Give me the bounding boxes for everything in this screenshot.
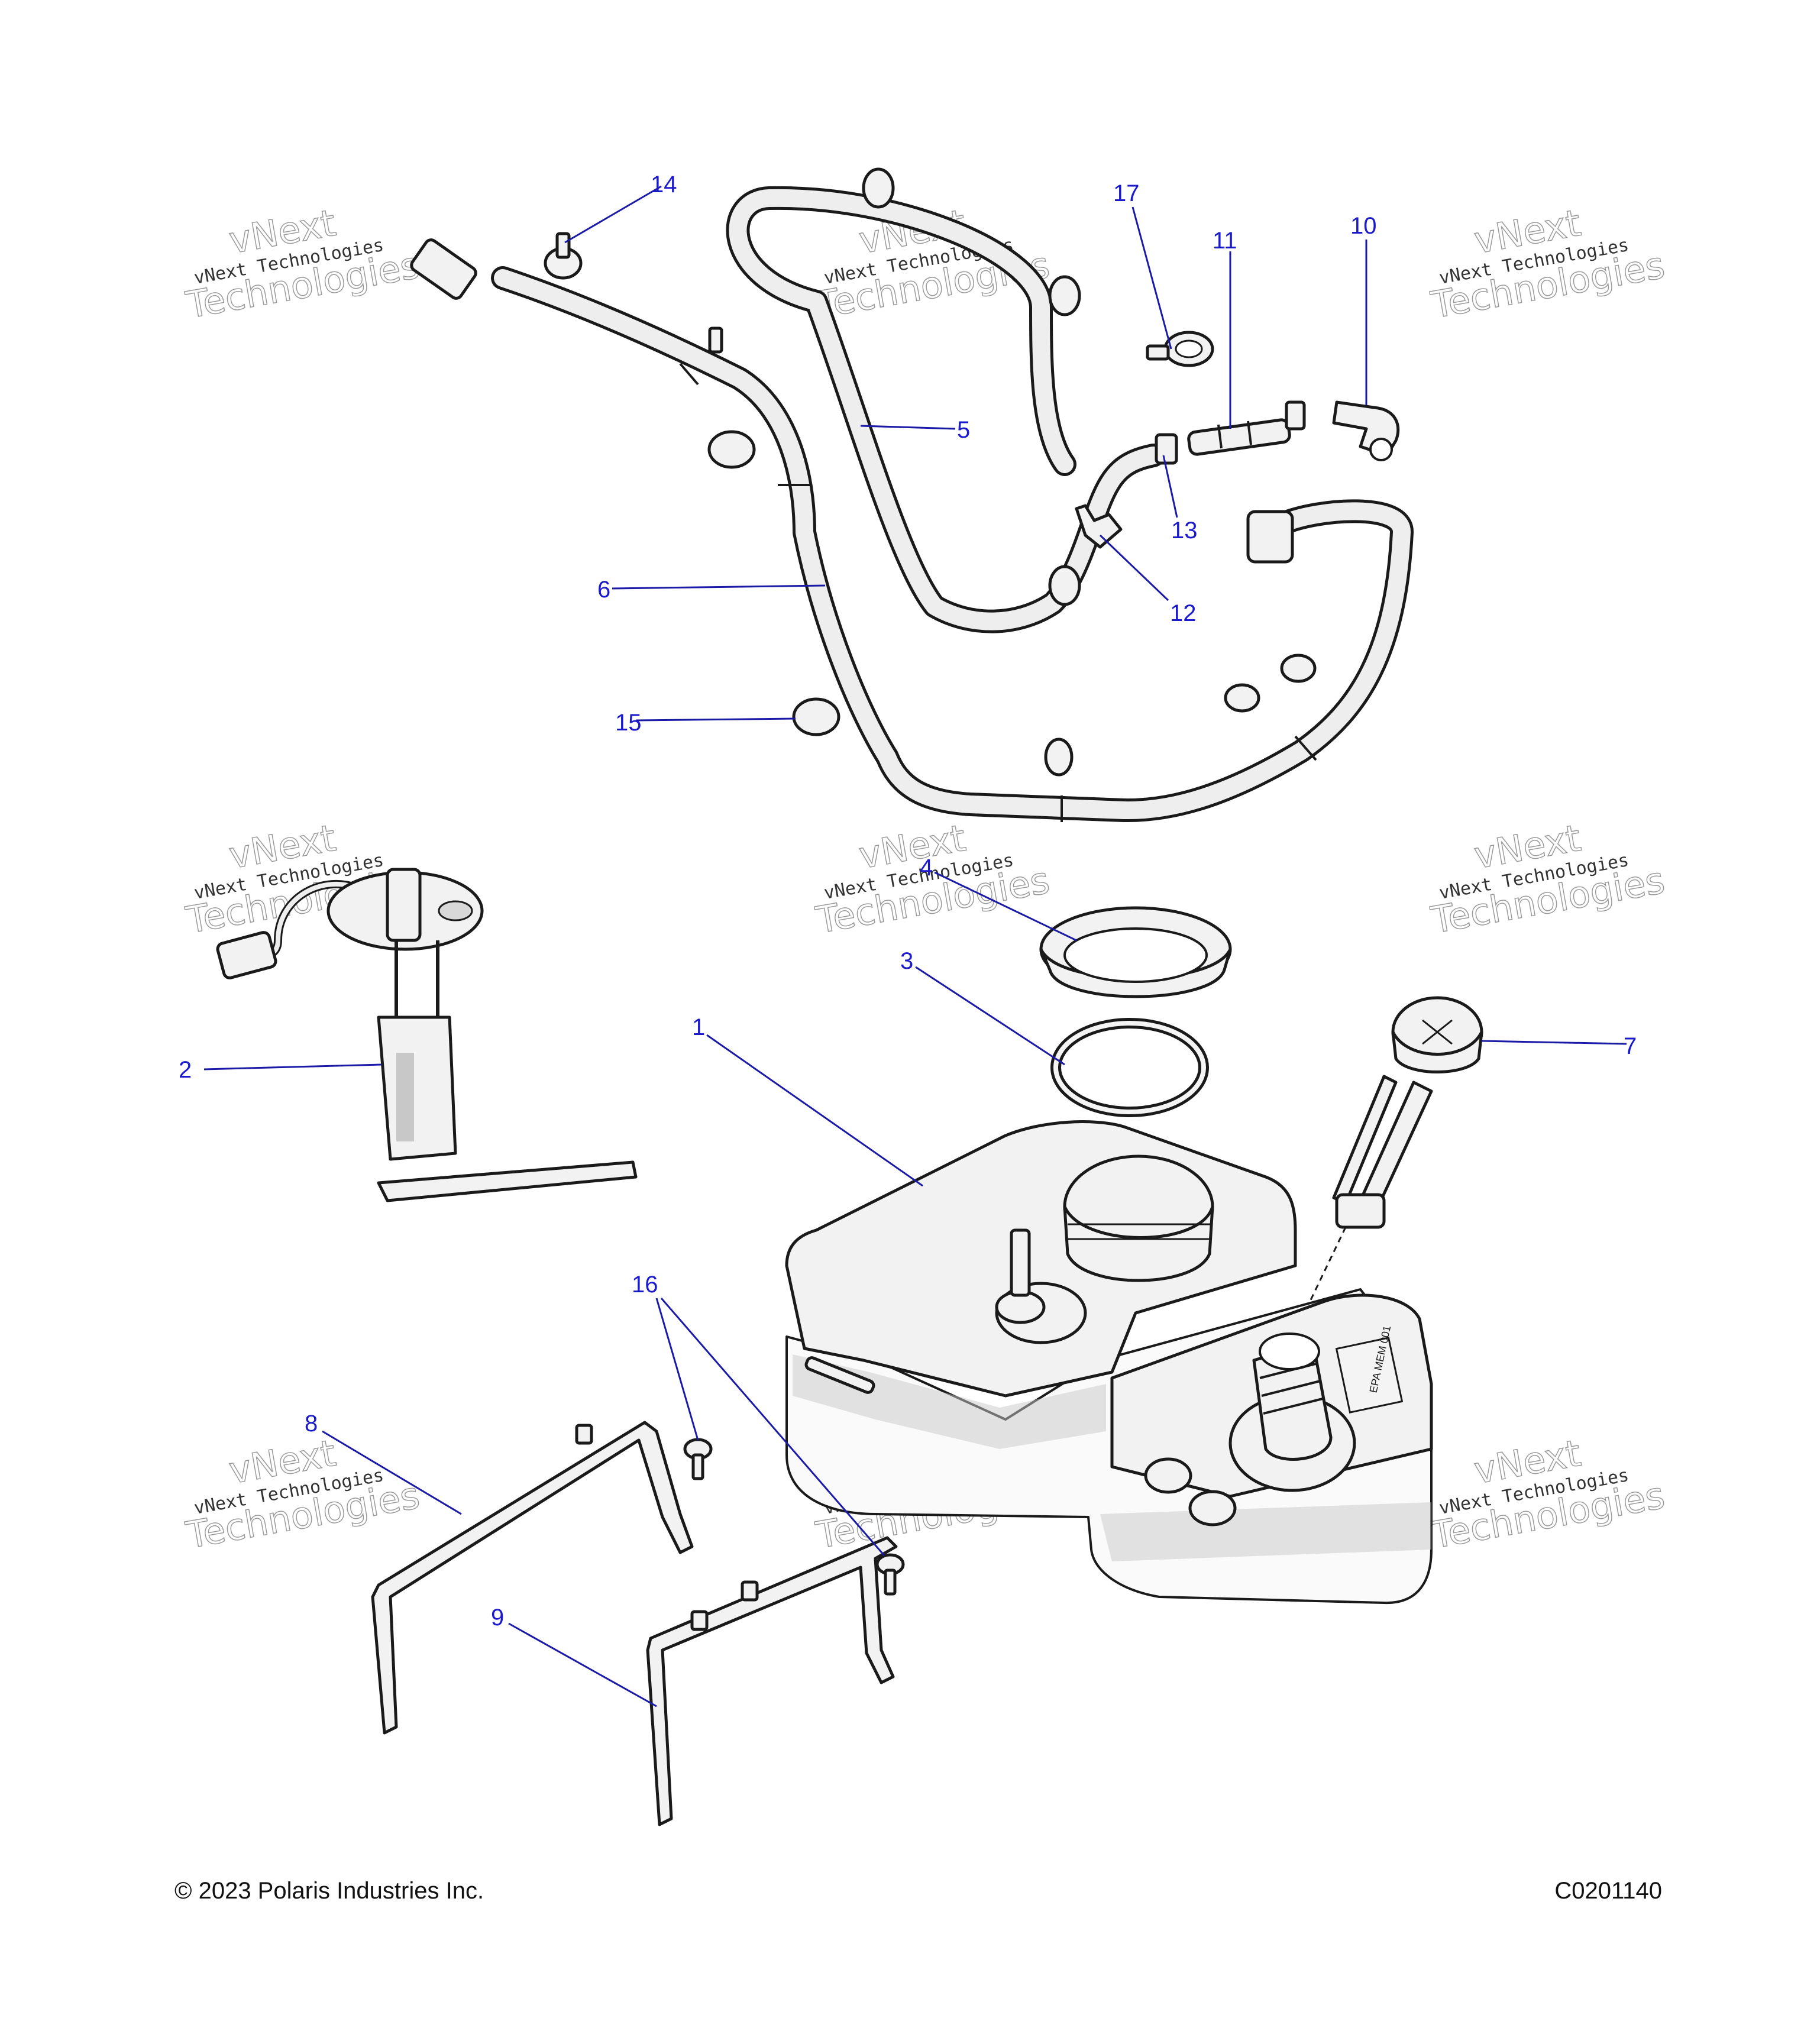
copyright-notice: © 2023 Polaris Industries Inc. — [174, 1878, 484, 1904]
callout-4: 4 — [920, 855, 933, 881]
pump-body — [377, 1015, 457, 1161]
callout-1: 1 — [692, 1014, 705, 1040]
watermark-6: vNext vNext Technologies Technologies — [1427, 816, 1668, 942]
part-4-lock-ring — [1039, 906, 1232, 998]
callout-3: 3 — [900, 948, 913, 974]
quick-connector-right — [1246, 510, 1294, 564]
callout-6: 6 — [597, 577, 610, 603]
watermark-9: vNext vNext Technologies Technologies — [1427, 1431, 1668, 1557]
part-12-elbow-fitting — [1075, 504, 1123, 549]
callout-group: 14 17 11 10 5 13 12 6 15 4 3 2 1 7 16 8 … — [179, 172, 1637, 1631]
pump-connector — [216, 931, 277, 979]
quick-connector-left — [410, 238, 477, 300]
part-13-clip — [1155, 433, 1178, 465]
callout-2: 2 — [179, 1057, 192, 1083]
callout-13: 13 — [1171, 518, 1198, 544]
callout-16: 16 — [632, 1272, 658, 1298]
callout-10: 10 — [1350, 213, 1377, 239]
callout-12: 12 — [1170, 600, 1197, 626]
callout-14: 14 — [651, 172, 677, 198]
part-2-fuel-pump — [216, 868, 638, 1202]
watermark-1: vNext vNext Technologies Technologies — [182, 200, 423, 327]
part-clip-small — [1285, 400, 1306, 431]
part-14-push-rivet — [544, 232, 583, 280]
pump-filter-sock — [377, 1160, 638, 1202]
part-17-hose-clamp — [1146, 331, 1214, 367]
hose-clips — [707, 167, 1317, 777]
drawing-id: C0201140 — [1554, 1878, 1662, 1904]
part-3-seal — [1050, 1018, 1209, 1117]
callout-7: 7 — [1624, 1033, 1637, 1059]
part-10-elbow — [1332, 400, 1400, 461]
part-6-fuel-hose — [410, 238, 1414, 823]
part-1-fuel-tank: EPA MEM 001 — [785, 1120, 1433, 1605]
part-7-fuel-cap-sender — [1309, 996, 1483, 1302]
callout-5: 5 — [957, 417, 970, 443]
part-5-vent-hose — [726, 186, 1165, 633]
leader-lines — [203, 185, 1627, 1707]
callout-17: 17 — [1113, 180, 1140, 206]
callout-15: 15 — [615, 710, 642, 736]
callout-8: 8 — [305, 1411, 318, 1437]
watermark-7: vNext vNext Technologies Technologies — [182, 1431, 423, 1557]
part-9-strap — [646, 1536, 898, 1826]
watermark-3: vNext vNext Technologies Technologies — [1427, 200, 1668, 327]
callout-11: 11 — [1213, 228, 1237, 254]
part-11-connector — [1187, 418, 1291, 456]
callout-9: 9 — [491, 1605, 504, 1631]
part-16-bolts — [683, 1438, 905, 1596]
part-8-strap — [371, 1421, 694, 1735]
